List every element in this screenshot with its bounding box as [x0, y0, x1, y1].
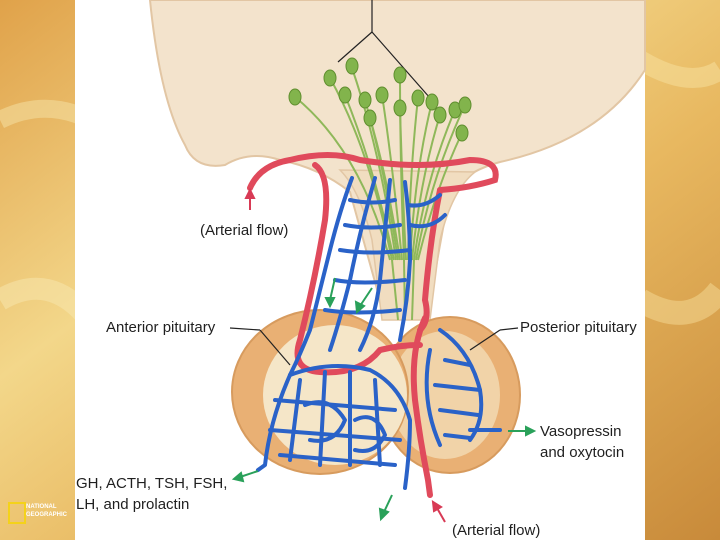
label-anterior-pituitary: Anterior pituitary: [106, 319, 216, 336]
label-oxytocin: and oxytocin: [540, 444, 625, 461]
label-vasopressin: Vasopressin: [540, 423, 622, 440]
label-arterial-flow-top: (Arterial flow): [200, 222, 289, 239]
label-posterior-pituitary: Posterior pituitary: [520, 319, 637, 336]
logo-line2: GEOGRAPHIC: [26, 512, 68, 518]
label-gh-acth: GH, ACTH, TSH, FSH,: [76, 475, 228, 492]
label-lh-prolactin: LH, and prolactin: [76, 496, 190, 513]
national-geographic-logo: NATIONAL GEOGRAPHIC: [4, 500, 70, 530]
logo-frame-icon: [8, 502, 26, 524]
green-flow-arrows: [231, 277, 537, 522]
red-flow-arrows: [244, 187, 446, 523]
hypothalamus: [148, 0, 646, 301]
logo-line1: NATIONAL: [26, 504, 57, 510]
anterior-pointer: [229, 327, 261, 331]
label-arterial-flow-bottom: (Arterial flow): [452, 522, 541, 539]
posterior-pointer: [499, 327, 519, 331]
neuron-cell-bodies: [288, 57, 472, 142]
portal-capillaries: [256, 176, 502, 490]
